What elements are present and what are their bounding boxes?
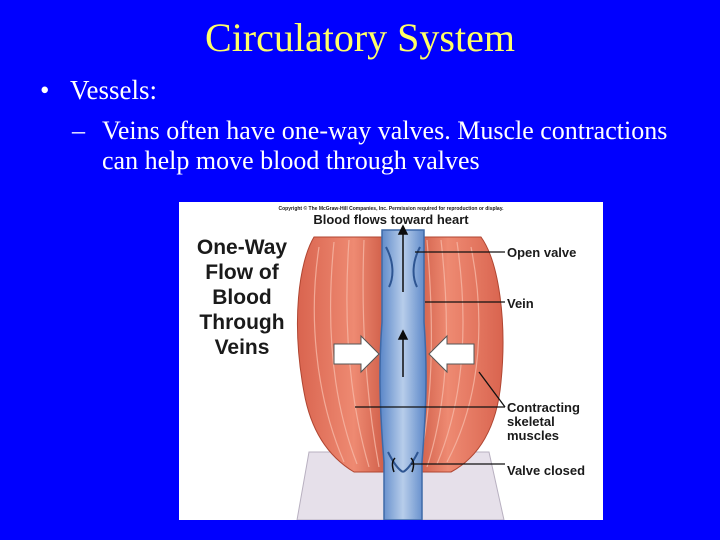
closed-valve-flap-right: [402, 451, 419, 473]
heading-line-4: Through: [199, 311, 284, 334]
copyright-text: Copyright © The McGraw-Hill Companies, I…: [278, 205, 504, 212]
open-valve-flap-left: [385, 246, 394, 288]
compression-arrow-right: [428, 334, 475, 374]
heading-line-3: Blood: [212, 286, 271, 309]
flow-arrows: [391, 224, 415, 473]
sub-bullet-text: Veins often have one-way valves. Muscle …: [102, 116, 668, 175]
label-valve-closed: Valve closed: [507, 463, 585, 478]
bullet-symbol: •: [40, 75, 50, 105]
vein-illustration: Copyright © The McGraw-Hill Companies, I…: [197, 205, 585, 520]
heading-line-5: Veins: [215, 336, 270, 359]
leader-lines: [355, 251, 506, 465]
heading-line-1: One-Way: [197, 236, 288, 259]
compression-arrow-left: [333, 334, 380, 374]
label-contracting-1: Contracting: [507, 400, 580, 415]
sub-bullet-veins: – Veins often have one-way valves. Muscl…: [72, 116, 692, 176]
label-contracting-3: muscles: [507, 428, 559, 443]
slide-title: Circulatory System: [205, 15, 515, 60]
sub-bullet-symbol: –: [72, 116, 85, 145]
open-valve-flap-right: [412, 246, 421, 288]
top-label: Blood flows toward heart: [313, 212, 469, 227]
label-open-valve: Open valve: [507, 245, 576, 260]
heading-line-2: Flow of: [205, 261, 279, 284]
vein-valve-figure: Copyright © The McGraw-Hill Companies, I…: [179, 202, 603, 520]
label-contracting-2: skeletal: [507, 414, 555, 429]
closed-valve-flap-left: [387, 451, 404, 473]
bullet-text: Vessels:: [70, 75, 157, 105]
bullet-vessels: • Vessels:: [40, 72, 157, 108]
label-vein: Vein: [507, 296, 534, 311]
